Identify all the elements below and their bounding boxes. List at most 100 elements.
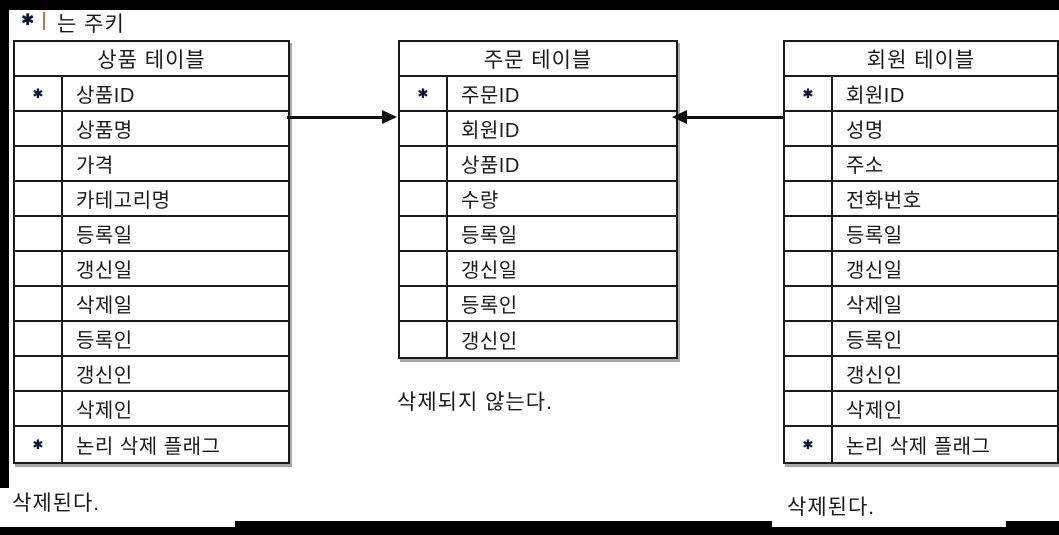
arrow-left-icon	[672, 110, 687, 124]
key-cell	[15, 392, 63, 425]
table-row: 성명	[785, 112, 1057, 147]
column-name: 주문ID	[461, 85, 520, 107]
table-row: 갱신인	[785, 357, 1057, 392]
primary-key-star-icon: ✱	[15, 427, 63, 462]
column-name: 등록인	[846, 330, 903, 352]
key-cell	[400, 147, 448, 180]
table-row: 삭제인	[785, 392, 1057, 427]
key-cell	[785, 252, 833, 285]
table-row: 등록일	[400, 217, 676, 252]
key-cell	[785, 112, 833, 145]
table-row: 등록인	[400, 287, 676, 322]
key-cell	[785, 357, 833, 390]
key-cell	[15, 322, 63, 355]
table-row: 갱신인	[400, 322, 676, 357]
table-row: ✱ 주문ID	[400, 77, 676, 112]
table-row: 갱신일	[15, 252, 288, 287]
column-name: 논리 삭제 플래그	[76, 436, 221, 458]
column-name: 상품명	[76, 120, 133, 142]
column-name: 등록일	[846, 225, 903, 247]
primary-key-star-icon: ✱	[21, 12, 35, 29]
column-name: 회원ID	[846, 85, 905, 107]
column-name: 삭제일	[76, 295, 133, 317]
table-row: 갱신일	[400, 252, 676, 287]
frame-bar-top	[0, 0, 1059, 10]
table-row: 삭제일	[785, 287, 1057, 322]
table-order-title: 주문 테이블	[400, 42, 676, 77]
column-name: 갱신일	[846, 260, 903, 282]
table-row: 카테고리명	[15, 182, 288, 217]
table-product: 상품 테이블 ✱ 상품ID 상품명 가격 카테고리명 등록일 갱신일 삭제일	[13, 40, 290, 464]
table-row: ✱ 상품ID	[15, 77, 288, 112]
key-cell	[15, 252, 63, 285]
column-name: 가격	[76, 155, 114, 177]
key-cell	[785, 182, 833, 215]
arrow-right-icon	[382, 110, 397, 124]
frame-bar-bottom-middle	[235, 521, 772, 535]
note-deleted-left: 삭제된다.	[12, 492, 101, 515]
key-cell	[400, 287, 448, 320]
table-row: 회원ID	[400, 112, 676, 147]
key-cell	[15, 147, 63, 180]
key-cell	[785, 287, 833, 320]
key-cell	[400, 252, 448, 285]
table-product-title: 상품 테이블	[15, 42, 288, 77]
column-name: 성명	[846, 120, 884, 142]
table-row: 가격	[15, 147, 288, 182]
table-member: 회원 테이블 ✱ 회원ID 성명 주소 전화번호 등록일 갱신일 삭제일	[783, 40, 1059, 464]
key-cell	[15, 357, 63, 390]
table-row: 전화번호	[785, 182, 1057, 217]
key-cell	[785, 217, 833, 250]
column-name: 수량	[461, 190, 499, 212]
column-name: 삭제일	[846, 295, 903, 317]
table-row: 등록일	[785, 217, 1057, 252]
column-name: 전화번호	[846, 190, 922, 212]
key-cell	[785, 147, 833, 180]
table-row: 주소	[785, 147, 1057, 182]
primary-key-star-icon: ✱	[15, 77, 63, 110]
column-name: 갱신인	[846, 365, 903, 387]
key-cell	[15, 182, 63, 215]
relation-arrow-product-to-order	[287, 116, 383, 119]
table-row: 상품ID	[400, 147, 676, 182]
column-name: 등록일	[461, 225, 518, 247]
column-name: 갱신인	[76, 365, 133, 387]
column-name: 삭제인	[846, 400, 903, 422]
table-row: 수량	[400, 182, 676, 217]
column-name: 갱신일	[461, 260, 518, 282]
key-cell	[15, 217, 63, 250]
column-name: 등록인	[76, 330, 133, 352]
frame-bar-bottom-right	[1006, 521, 1059, 535]
legend-divider	[43, 12, 45, 30]
key-cell	[400, 112, 448, 145]
key-cell	[785, 392, 833, 425]
table-row: ✱ 논리 삭제 플래그	[785, 427, 1057, 462]
primary-key-star-icon: ✱	[400, 77, 448, 110]
column-name: 등록인	[461, 295, 518, 317]
table-row: 삭제일	[15, 287, 288, 322]
table-row: 갱신인	[15, 357, 288, 392]
legend-label: 는 주키	[57, 13, 125, 36]
column-name: 상품ID	[461, 155, 520, 177]
column-name: 삭제인	[76, 400, 133, 422]
key-cell	[15, 112, 63, 145]
table-row: 등록일	[15, 217, 288, 252]
frame-bar-left	[0, 0, 9, 488]
column-name: 갱신인	[461, 331, 518, 353]
key-cell	[785, 322, 833, 355]
column-name: 주소	[846, 155, 884, 177]
table-row: ✱ 논리 삭제 플래그	[15, 427, 288, 462]
column-name: 카테고리명	[76, 190, 171, 212]
column-name: 갱신일	[76, 260, 133, 282]
primary-key-star-icon: ✱	[785, 77, 833, 110]
table-order: 주문 테이블 ✱ 주문ID 회원ID 상품ID 수량 등록일 갱신일 등록인	[398, 40, 678, 359]
table-row: ✱ 회원ID	[785, 77, 1057, 112]
note-not-deleted: 삭제되지 않는다.	[397, 391, 553, 414]
column-name: 상품ID	[76, 85, 135, 107]
key-cell	[15, 287, 63, 320]
table-row: 상품명	[15, 112, 288, 147]
relation-arrow-member-to-order	[686, 116, 783, 119]
table-member-title: 회원 테이블	[785, 42, 1057, 77]
column-name: 논리 삭제 플래그	[846, 436, 991, 458]
